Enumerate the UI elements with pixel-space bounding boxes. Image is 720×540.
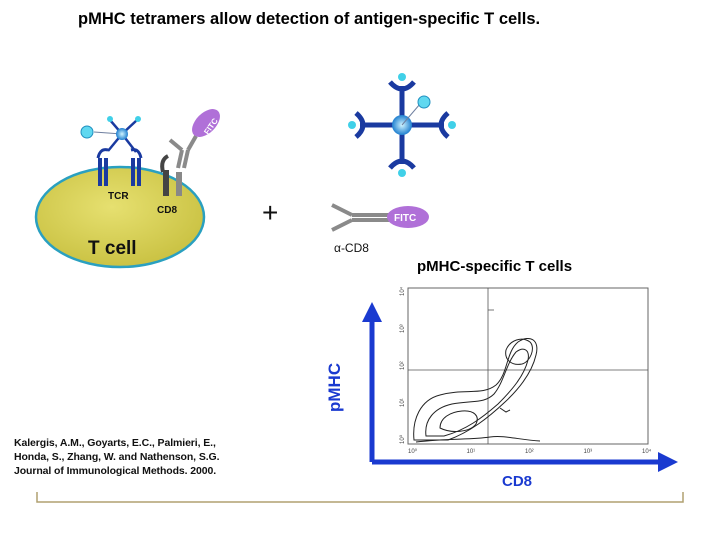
contour-top <box>505 338 533 365</box>
plus-sign: + <box>262 197 278 228</box>
citation-line: Kalergis, A.M., Goyarts, E.C., Palmieri,… <box>14 437 216 449</box>
x-tick-label: 10³ <box>584 449 593 455</box>
contour-inner <box>425 348 529 437</box>
citation: Kalergis, A.M., Goyarts, E.C., Palmieri,… <box>14 436 220 478</box>
contour-baseline <box>415 436 541 443</box>
y-axis-label: pMHC <box>325 363 344 412</box>
t-cell-label: T cell <box>88 238 137 259</box>
x-tick-label: 10⁰ <box>408 448 418 455</box>
y-axis-arrow <box>362 302 382 462</box>
y-tick-label: 10⁰ <box>399 434 406 444</box>
contour-core <box>439 410 478 432</box>
citation-line: Journal of Immunological Methods. 2000. <box>14 465 217 477</box>
y-tick-labels: 10⁰ 10¹ 10² 10³ 10⁴ <box>399 286 406 444</box>
x-axis-label: CD8 <box>502 473 532 490</box>
contour-speck <box>499 407 511 413</box>
x-tick-label: 10² <box>525 449 534 455</box>
y-tick-label: 10⁴ <box>399 286 406 296</box>
x-tick-label: 10¹ <box>467 449 476 455</box>
tcr-receptor <box>96 148 143 186</box>
x-axis-arrow <box>372 452 678 472</box>
citation-line: Honda, S., Zhang, W. and Nathenson, S.G. <box>14 451 220 463</box>
slide-title: pMHC tetramers allow detection of antige… <box>78 10 541 28</box>
bottom-bracket <box>36 492 684 503</box>
cd8-label: CD8 <box>157 205 177 216</box>
flow-plot <box>407 287 649 445</box>
free-antibody-icon: FITC <box>331 203 429 232</box>
x-tick-label: 10⁴ <box>642 448 652 455</box>
tcr-label: TCR <box>108 191 129 202</box>
bound-antibody-icon: FITC <box>168 109 220 169</box>
y-tick-label: 10¹ <box>400 398 406 407</box>
y-tick-label: 10³ <box>400 324 406 333</box>
antibody-label: α-CD8 <box>334 241 369 255</box>
t-cell: T cell <box>34 165 206 269</box>
contour-main <box>413 338 538 441</box>
cd8-receptor <box>160 154 182 196</box>
plot-title: pMHC-specific T cells <box>417 258 573 275</box>
x-tick-labels: 10⁰ 10¹ 10² 10³ 10⁴ <box>408 448 652 455</box>
y-tick-label: 10² <box>400 361 406 370</box>
tetramer-icon <box>348 73 456 177</box>
fitc-label-free: FITC <box>394 213 416 224</box>
small-tetramer-icon <box>80 116 141 153</box>
